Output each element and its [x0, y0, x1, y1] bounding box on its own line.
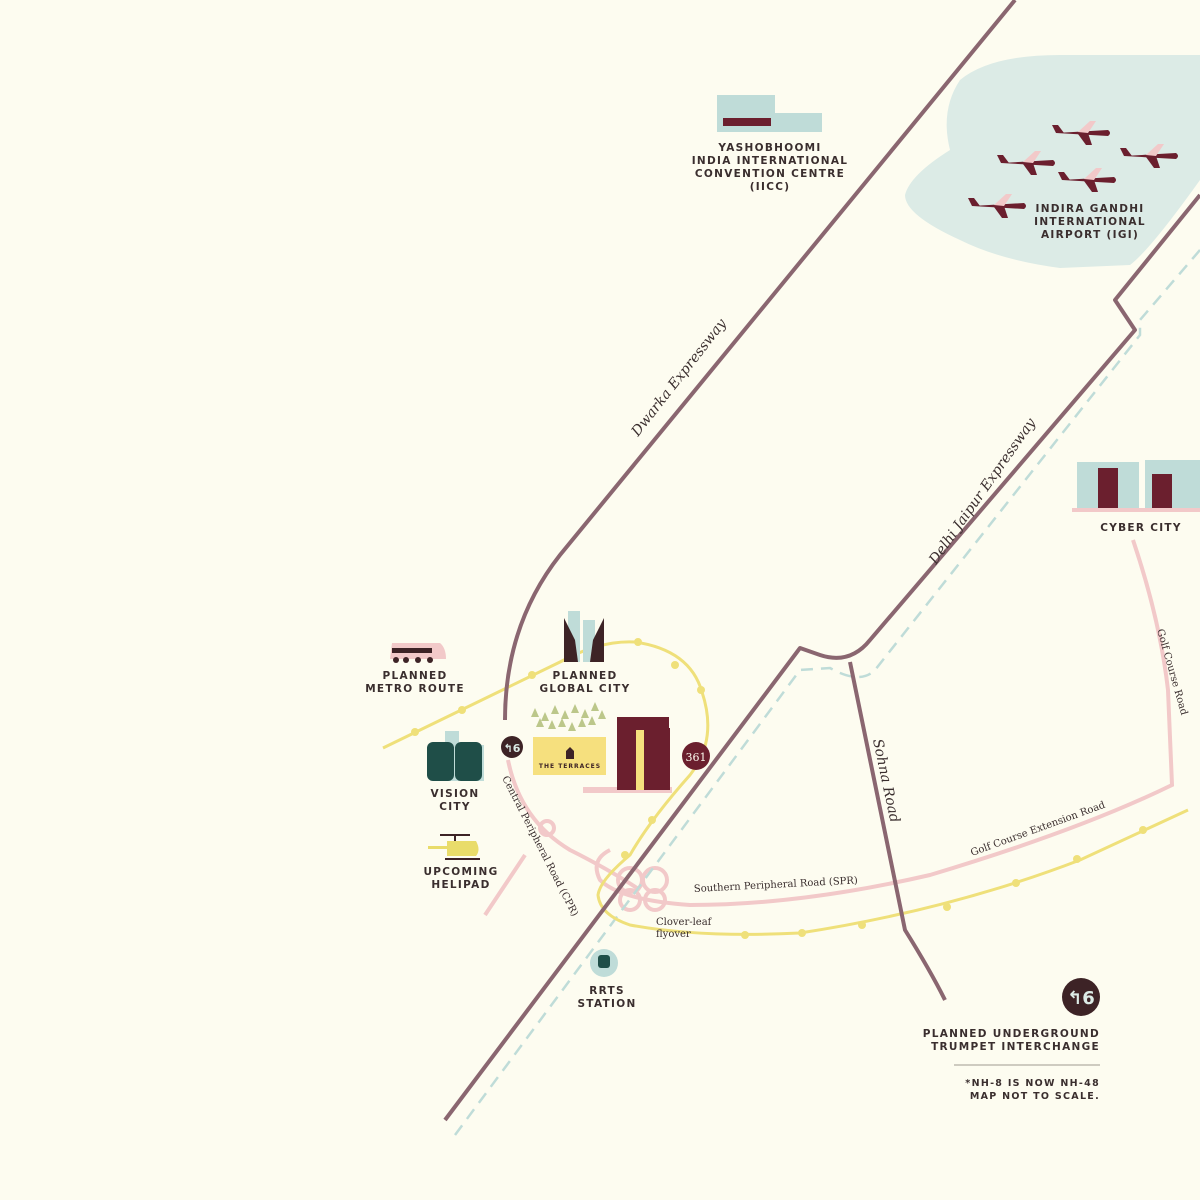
project-towers-icon: [617, 717, 670, 790]
interchange-marker-symbol: ↰6: [504, 742, 521, 755]
airplane-icons: [968, 121, 1178, 218]
legend-interchange-symbol: ↰6: [1067, 988, 1095, 1009]
pink-roads: [483, 539, 1175, 917]
helicopter-icon: [428, 834, 480, 860]
global-city-icon: [564, 611, 604, 662]
metro-route: [382, 640, 1189, 936]
legend-interchange-icon: [1062, 978, 1100, 1016]
361-label: 361: [686, 751, 707, 764]
main-roads: [443, 0, 1200, 1122]
the-terraces-label: THE TERRACES: [539, 763, 601, 770]
rail-corridor-dashed: [453, 249, 1200, 1136]
interchange-marker[interactable]: [501, 736, 523, 758]
golf-course-road: [594, 539, 1175, 908]
sohna-road: [848, 661, 947, 1001]
vision-city-icon: [427, 731, 484, 781]
helipad-spur: [483, 853, 527, 917]
361-badge: [682, 742, 710, 770]
cyber-city-icon: [1072, 460, 1200, 512]
trees-icon: [531, 702, 606, 731]
dwarka-expressway: [503, 0, 1017, 721]
cyber-city-label: CYBER CITY: [1100, 522, 1182, 534]
metro-train-icon: [390, 643, 446, 663]
home-icon: [566, 747, 574, 759]
nh48-delhi-jaipur-expressway: [443, 193, 1200, 1122]
metro-stations: [411, 638, 1147, 939]
iicc-icon: [717, 95, 822, 132]
